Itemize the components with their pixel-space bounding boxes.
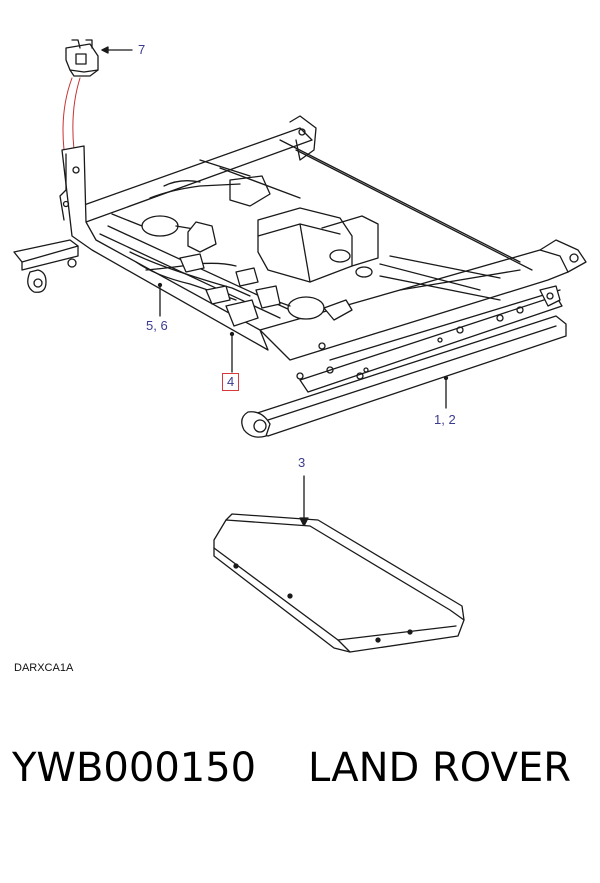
callout-7[interactable]: 7 bbox=[138, 42, 146, 57]
callout-3[interactable]: 3 bbox=[298, 455, 306, 470]
seat-frame-drawing bbox=[13, 39, 587, 653]
part-number: YWB000150 bbox=[12, 745, 257, 791]
callout-4-highlighted[interactable]: 4 bbox=[222, 373, 240, 391]
brand-name: LAND ROVER bbox=[308, 745, 572, 791]
seat-pad-part-3 bbox=[213, 513, 465, 653]
drawing-code: DARXCA1A bbox=[14, 662, 74, 674]
seat-frame bbox=[59, 115, 587, 438]
motors-and-harness bbox=[111, 159, 521, 327]
red-leader-lines bbox=[62, 77, 81, 151]
callout-5-6[interactable]: 5, 6 bbox=[146, 318, 168, 333]
callout-1-2[interactable]: 1, 2 bbox=[434, 412, 456, 427]
left-slide-rail bbox=[13, 239, 79, 293]
seat-frame-diagram: 7 5, 6 4 1, 2 3 bbox=[13, 39, 587, 653]
clip-part-7 bbox=[65, 39, 99, 77]
footer-caption: YWB000150 LAND ROVER bbox=[0, 745, 600, 815]
